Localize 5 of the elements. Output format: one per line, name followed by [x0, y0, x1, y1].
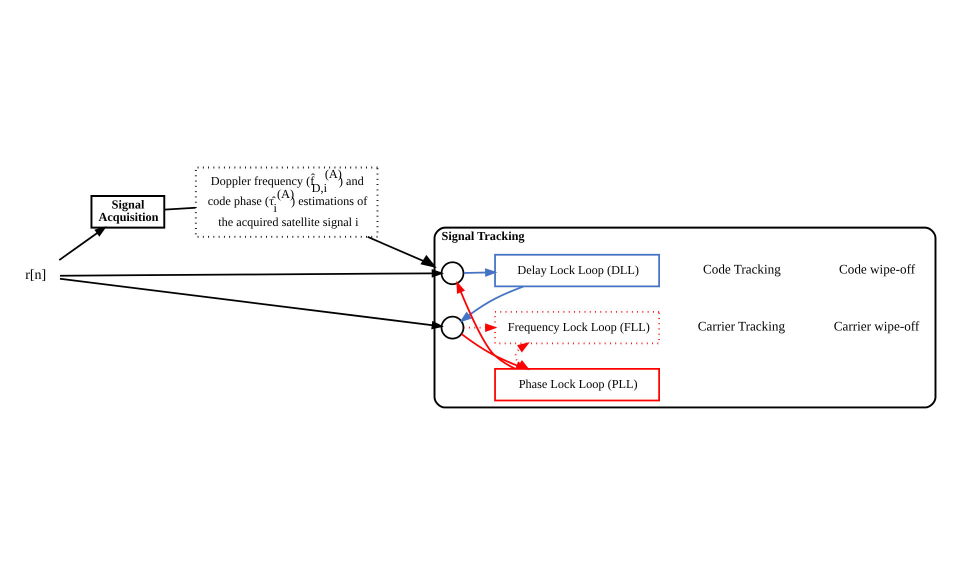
label: Carrier Tracking — [698, 318, 786, 334]
label: Code wipe-off — [838, 261, 916, 276]
node-text: r[n] — [25, 266, 46, 283]
label: Code Tracking — [702, 261, 781, 276]
label: Carrier wipe-off — [834, 318, 920, 334]
